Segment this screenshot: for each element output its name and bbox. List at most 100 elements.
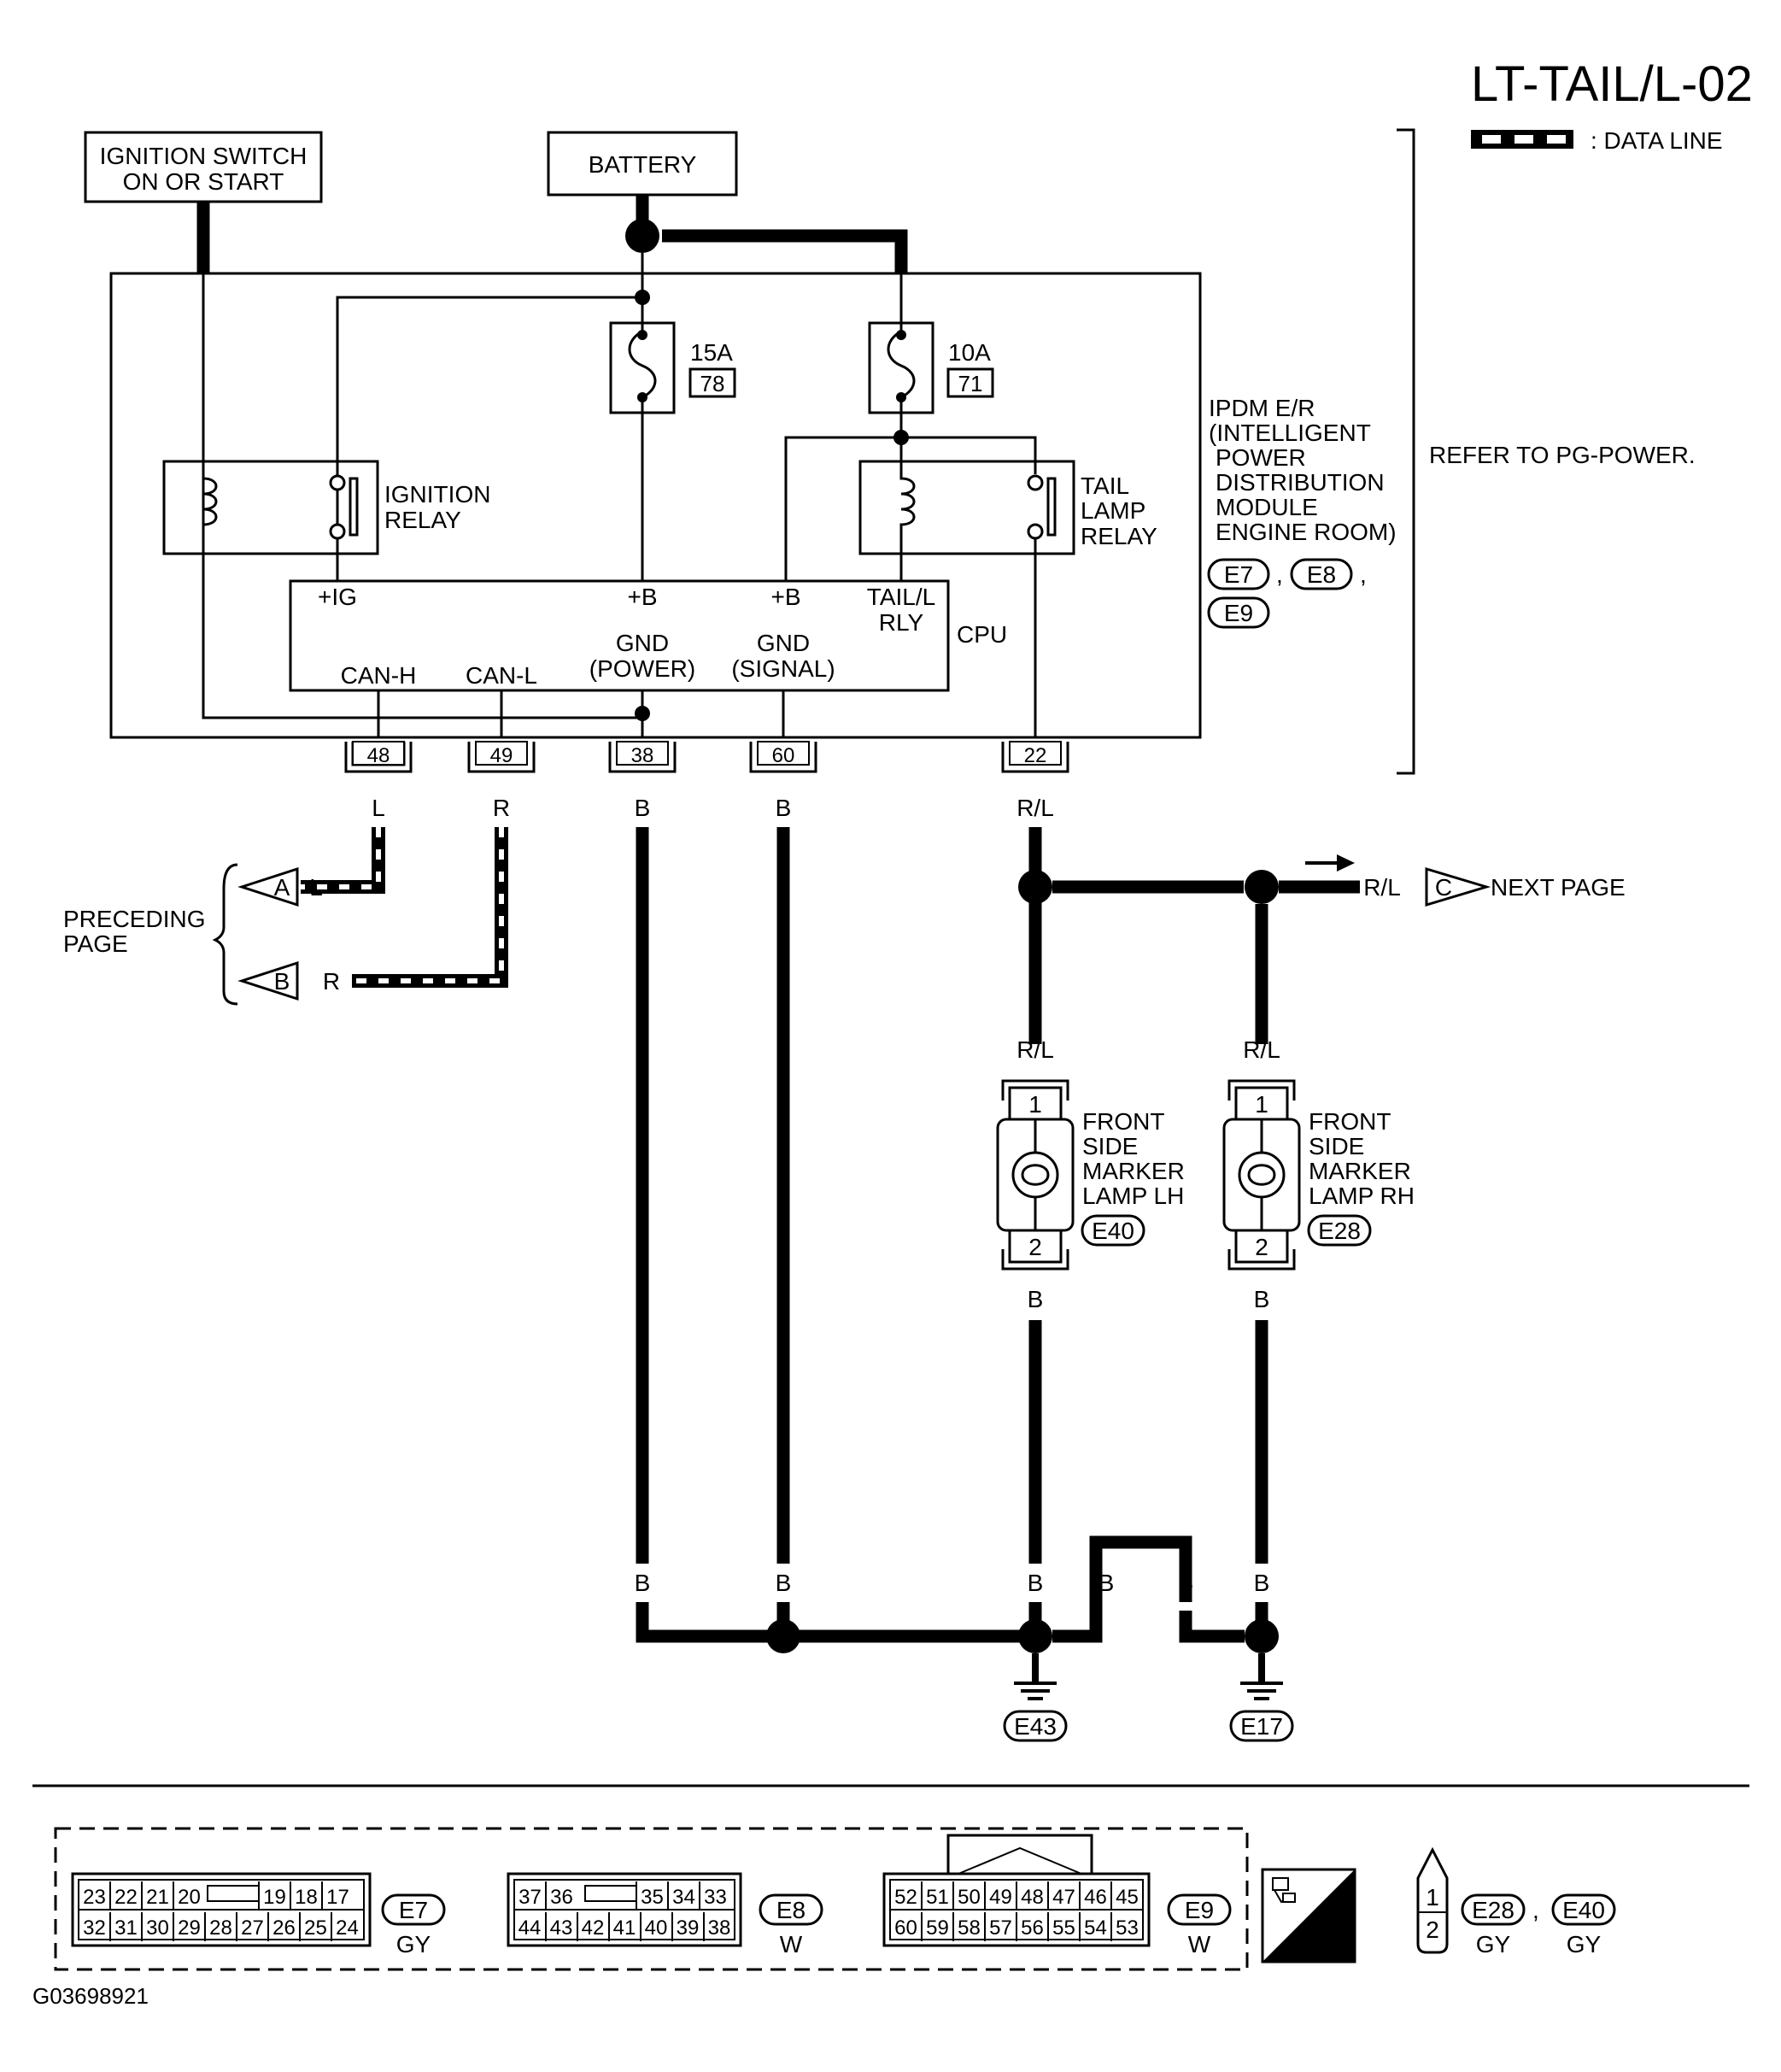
- small-conn-e40-color: GY: [1567, 1931, 1602, 1958]
- ground-splice-60: [766, 1619, 800, 1653]
- connector-a-label: A: [274, 874, 290, 901]
- connector-e7-id: E7: [399, 1897, 428, 1923]
- wire-color-r-left: R: [323, 968, 340, 995]
- ground-symbol-e17: [1240, 1653, 1283, 1700]
- fuse-15a: [609, 321, 676, 414]
- ipdm-label-1: IPDM E/R: [1209, 395, 1315, 421]
- wire-color-rl-22: R/L: [1016, 795, 1054, 821]
- wire-color-b-bottom-60: B: [776, 1570, 792, 1596]
- data-line-legend: : DATA LINE: [1471, 127, 1723, 154]
- fuse-10a: [868, 321, 934, 414]
- cpu-pin-b2: +B: [770, 584, 800, 610]
- ipdm-box: [109, 272, 1202, 739]
- tail-relay-label-2: LAMP: [1081, 497, 1145, 524]
- data-line-label: : DATA LINE: [1591, 127, 1723, 154]
- connector-e8-badge: [759, 1893, 823, 1926]
- ipdm-conn-e8: E8: [1307, 561, 1336, 588]
- terminal-49: [467, 741, 536, 773]
- connector-pin-38: 38: [708, 1916, 731, 1940]
- connector-views-frame: [54, 1827, 1249, 1971]
- lamp-rh-label-1: FRONT: [1309, 1108, 1391, 1135]
- connector-pin-50: 50: [958, 1886, 981, 1909]
- wire-color-rl-rh: R/L: [1243, 1036, 1280, 1063]
- 10a-to-tail-switch-wire: [901, 436, 1037, 474]
- fuse-10a-num-box: [946, 367, 994, 398]
- ignition-relay-coil: [202, 477, 218, 526]
- cpu-pin-ig: +IG: [318, 584, 357, 610]
- terminal-60-num: 60: [772, 744, 795, 767]
- connector-pin-37: 37: [518, 1886, 542, 1909]
- connector-view-e7: [71, 1872, 372, 1947]
- cpu-pin-canl: CAN-L: [466, 662, 537, 689]
- connector-pin-58: 58: [958, 1916, 981, 1940]
- ipdm-conn-e7-badge: [1207, 558, 1270, 590]
- can-l-line-dash: [352, 827, 504, 983]
- connector-e7-color: GY: [396, 1931, 431, 1958]
- connector-pin-42: 42: [582, 1916, 605, 1940]
- tail-lamp-relay-coil: [899, 461, 916, 581]
- wire-color-b-bottom-38: B: [635, 1570, 651, 1596]
- ignition-relay-contact-top: [329, 474, 346, 491]
- lamp-lh-label-4: LAMP LH: [1082, 1183, 1184, 1209]
- connector-pin-56: 56: [1021, 1916, 1044, 1940]
- battery-label: BATTERY: [589, 151, 697, 178]
- connector-pin-24: 24: [336, 1916, 359, 1940]
- ipdm-label-3: POWER: [1216, 444, 1306, 471]
- cpu-pin-rly: RLY: [879, 609, 924, 636]
- small-conn-e28-badge: [1461, 1893, 1526, 1926]
- ground-e17-label: E17: [1240, 1713, 1283, 1740]
- ground-symbol-e43: [1014, 1653, 1057, 1700]
- ignition-relay-contact-bottom: [329, 523, 346, 540]
- hs-icon: [1261, 1868, 1356, 1963]
- lamp-lh-connector-badge: [1081, 1214, 1145, 1247]
- hs-label: H.S.: [1299, 1928, 1349, 1957]
- connector-pin-26: 26: [272, 1916, 296, 1940]
- ground-bus-left: [636, 1602, 1035, 1643]
- ignition-switch-label-2: ON OR START: [123, 168, 284, 195]
- lamp-lh-label-3: MARKER: [1082, 1158, 1185, 1184]
- tail-relay-contact-top: [1027, 474, 1044, 491]
- lamp-lh-pin1: 1: [1028, 1091, 1042, 1118]
- connector-pin-18: 18: [295, 1886, 318, 1909]
- refer-text: REFER TO PG-POWER.: [1429, 442, 1696, 468]
- terminal-38: [608, 741, 677, 773]
- wire-color-b-bottom-rh: B: [1254, 1570, 1270, 1596]
- connector-b-label: B: [274, 968, 290, 995]
- wire-color-l-left: L: [309, 874, 323, 901]
- small-conn-e40: E40: [1562, 1897, 1605, 1923]
- ipdm-conn-e9-badge: [1207, 596, 1270, 629]
- small-connector-pin2: 2: [1426, 1916, 1439, 1943]
- connector-pin-22: 22: [114, 1886, 138, 1909]
- battery-splice: [625, 219, 659, 253]
- fuse-10a-num: 71: [958, 371, 983, 396]
- connector-pin-32: 32: [83, 1916, 106, 1940]
- wire-color-l: L: [372, 795, 385, 821]
- ipdm-bracket: [1397, 128, 1415, 775]
- connector-pin-54: 54: [1084, 1916, 1107, 1940]
- fuse-10a-amp: 10A: [948, 339, 991, 366]
- ignition-relay-label-1: IGNITION: [384, 481, 490, 508]
- connector-pin-36: 36: [550, 1886, 573, 1909]
- preceding-brace: [212, 863, 238, 1006]
- battery-to-10a-wire: [662, 229, 908, 273]
- connector-e8-color: W: [780, 1931, 803, 1958]
- terminal-48: [344, 741, 413, 773]
- cpu-pin-gnd-signal-1: GND: [757, 630, 810, 656]
- connector-e9-id: E9: [1185, 1897, 1214, 1923]
- connector-pin-25: 25: [304, 1916, 327, 1940]
- ground-splice-e43: [1018, 1619, 1052, 1653]
- ground-jumper-2: [1179, 1611, 1245, 1643]
- next-arrow-head: [1337, 854, 1355, 872]
- preceding-label-1: PRECEDING: [63, 906, 205, 932]
- connector-pin-39: 39: [677, 1916, 700, 1940]
- connector-c-triangle: [1425, 866, 1491, 907]
- connector-pin-35: 35: [641, 1886, 664, 1909]
- connector-pin-20: 20: [178, 1886, 201, 1909]
- 10a-to-cpu-wire: [784, 436, 901, 581]
- front-side-marker-lamp-lh: [996, 1079, 1075, 1271]
- connector-e7-badge: [381, 1893, 446, 1926]
- small-conn-e28: E28: [1472, 1897, 1514, 1923]
